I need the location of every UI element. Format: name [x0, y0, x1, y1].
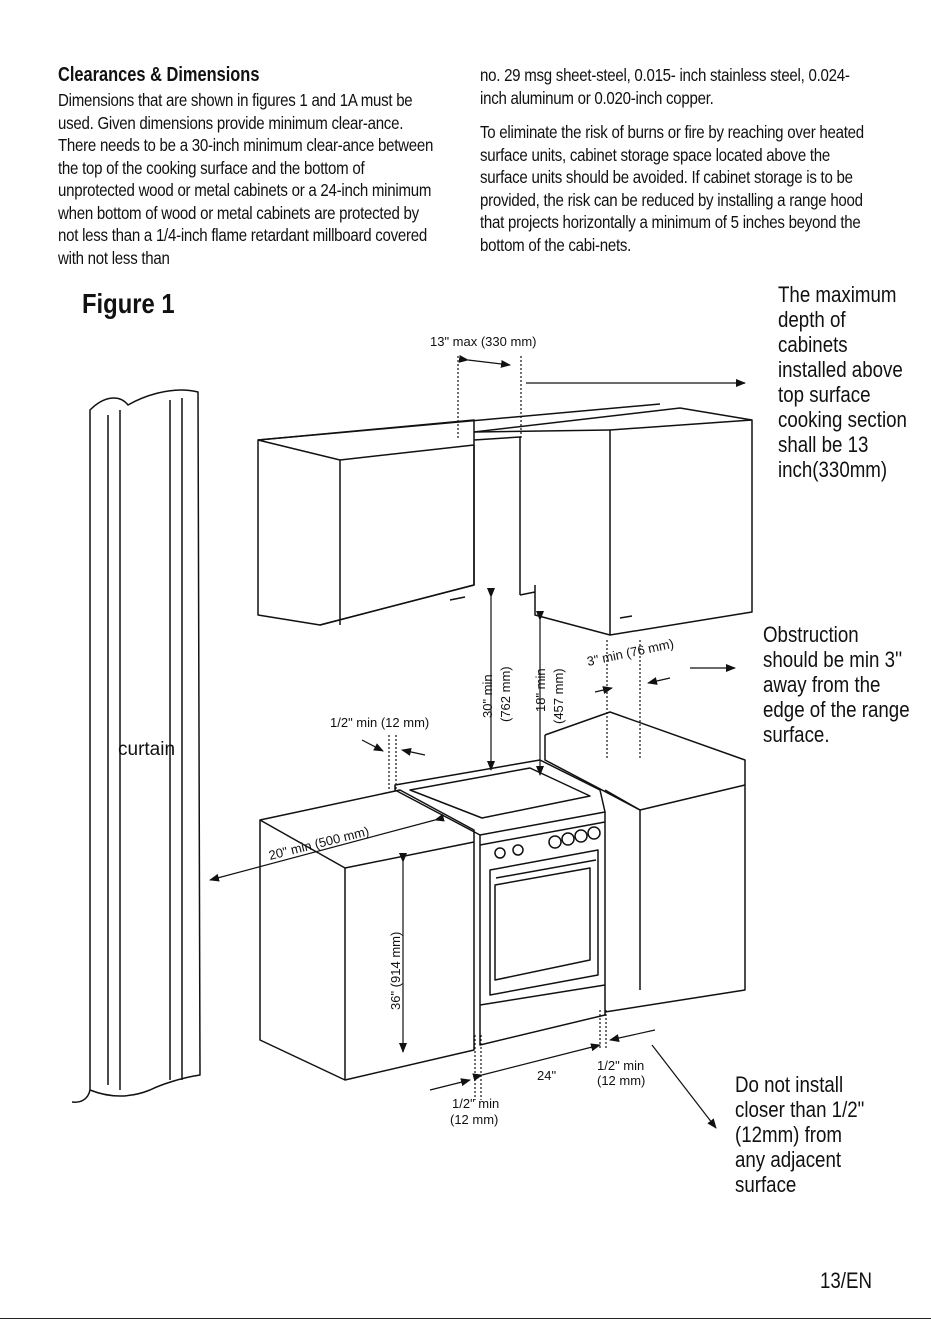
- label-457-mm: (457 mm): [551, 668, 566, 724]
- left-paragraph: Dimensions that are shown in figures 1 a…: [58, 90, 434, 268]
- right-base-cabinet: [544, 711, 746, 1013]
- label-half-min-right-1: 1/2" min: [597, 1058, 644, 1073]
- dimension-lines: [209, 354, 746, 1129]
- label-half-min-bottom-1: 1/2" min: [452, 1096, 499, 1111]
- label-20-min: 20" min (500 mm): [267, 823, 370, 862]
- label-36-height: 36" (914 mm): [388, 932, 403, 1010]
- curtain-drawing: [71, 389, 201, 1103]
- label-24-width: 24": [537, 1068, 556, 1083]
- label-3-min: 3" min (76 mm): [586, 636, 676, 669]
- right-paragraph-1: no. 29 msg sheet-steel, 0.015- inch stai…: [480, 65, 850, 108]
- label-762-mm: (762 mm): [498, 666, 513, 722]
- note-adjacent-surface: Do not install closer than 1/2" (12mm) f…: [735, 1072, 865, 1197]
- label-30-min: 30" min: [480, 674, 495, 718]
- page-number: 13/EN: [820, 1268, 872, 1293]
- note-obstruction: Obstruction should be min 3'' away from …: [763, 622, 910, 747]
- left-column: Clearances & Dimensions Dimensions that …: [58, 64, 438, 269]
- figure-title: Figure 1: [82, 288, 175, 319]
- label-half-min-bottom-2: (12 mm): [450, 1112, 498, 1127]
- range-drawing: [394, 759, 606, 1046]
- label-half-min-right-2: (12 mm): [597, 1073, 645, 1088]
- label-13-max: 13" max (330 mm): [430, 334, 536, 349]
- right-paragraph-2: To eliminate the risk of burns or fire b…: [480, 122, 864, 255]
- bottom-rule: [0, 1318, 931, 1319]
- label-18-min: 18" min: [533, 668, 548, 712]
- note-cabinet-depth: The maximum depth of cabinets installed …: [778, 282, 907, 482]
- section-heading: Clearances & Dimensions: [58, 64, 260, 86]
- label-half-min-top: 1/2" min (12 mm): [330, 715, 429, 730]
- upper-cabinets: [257, 403, 753, 636]
- right-column: no. 29 msg sheet-steel, 0.015- inch stai…: [480, 64, 870, 256]
- label-curtain: curtain: [118, 739, 175, 760]
